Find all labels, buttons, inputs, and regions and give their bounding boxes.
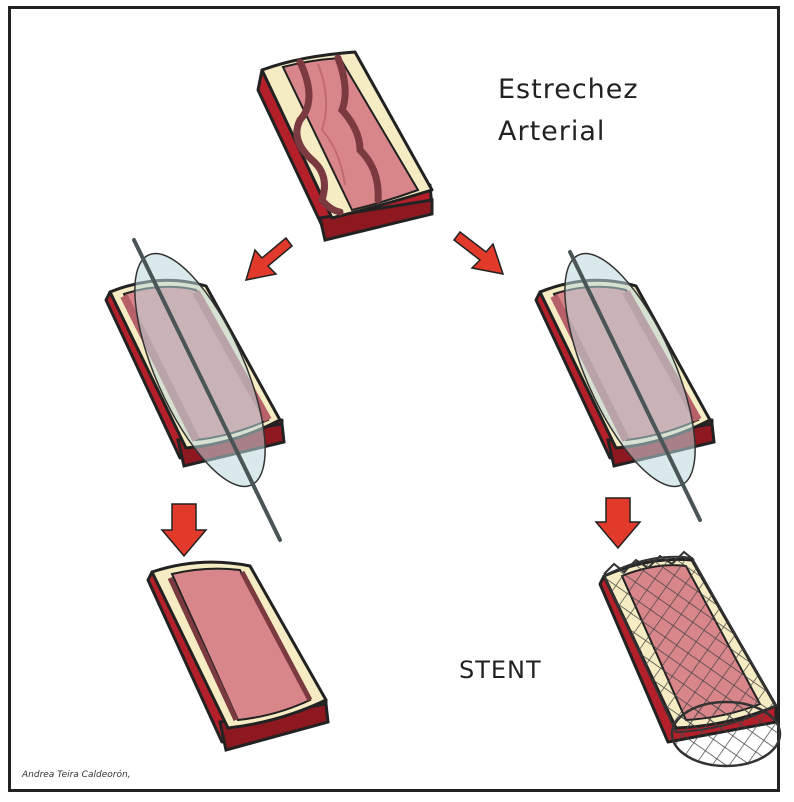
arrow-icon xyxy=(596,498,640,548)
opened-artery xyxy=(148,562,328,750)
stented-artery xyxy=(600,552,780,766)
arrow-icon xyxy=(162,504,206,556)
arrow-icon xyxy=(454,232,503,274)
artist-signature: Andrea Teira Caldeorón, xyxy=(22,770,131,780)
balloon-artery-left xyxy=(106,237,291,540)
stent-label: STENT xyxy=(459,656,542,684)
narrowed-artery xyxy=(258,52,432,240)
balloon-artery-right xyxy=(536,237,721,520)
arrow-icon xyxy=(246,238,292,280)
diagram-title-line1: Estrechez xyxy=(498,74,639,105)
diagram-title-line2: Arterial xyxy=(498,116,605,147)
